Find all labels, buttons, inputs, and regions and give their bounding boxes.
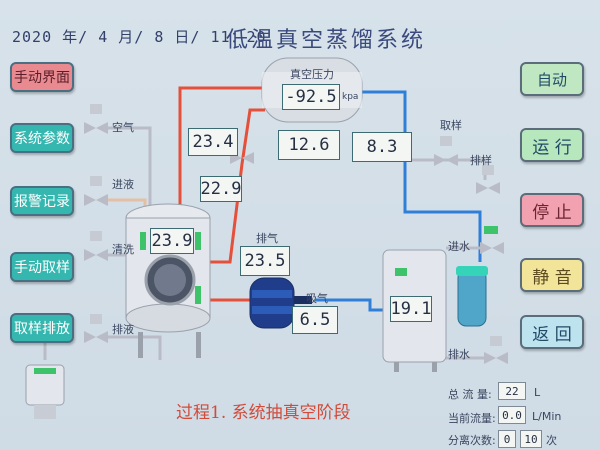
temp-reading-1: 23.4 (188, 128, 238, 156)
vacuum-label: 真空压力 (290, 68, 334, 81)
separation-count-unit: 次 (546, 434, 557, 447)
sampler-unit (25, 364, 65, 419)
temp-reading-3: 12.6 (278, 130, 340, 160)
current-flow-label: 当前流量: (448, 412, 496, 425)
total-flow-unit: L (534, 386, 541, 399)
current-flow-value: 0.0 (498, 406, 526, 424)
datetime-display: 2020 年/ 4 月/ 8 日/ 11：20 (12, 28, 267, 46)
condenser (456, 266, 488, 327)
total-flow-label: 总 流 量: (448, 388, 492, 401)
back-button[interactable]: 返 回 (520, 315, 584, 349)
total-flow-value: 22 (498, 382, 526, 400)
cold-pipe (362, 90, 482, 262)
sample-discharge-button[interactable]: 取样排放 (10, 313, 74, 343)
temp-reading-4: 8.3 (352, 132, 412, 162)
run-button[interactable]: 运 行 (520, 128, 584, 162)
separation-count-label: 分离次数: (448, 434, 496, 447)
hot-pipe-return (209, 108, 265, 264)
right-tank-temp: 19.1 (390, 296, 432, 322)
exhaust-label: 排气 (256, 232, 278, 245)
suction-temp: 6.5 (292, 306, 338, 334)
manual-screen-button[interactable]: 手动界面 (10, 62, 74, 92)
gray-pipe-drain (108, 335, 162, 360)
manual-sample-button[interactable]: 手动取样 (10, 252, 74, 282)
sample-valve-label: 取样 (440, 119, 462, 132)
suction-label: 吸气 (306, 292, 328, 305)
system-params-button[interactable]: 系统参数 (10, 123, 74, 153)
vacuum-unit: kpa (342, 92, 359, 102)
water-in-valve-label: 进水 (448, 240, 470, 253)
drain-valve-label: 排液 (112, 323, 134, 336)
cold-pipe-lower (315, 298, 383, 312)
feed-valve-label: 进液 (112, 178, 134, 191)
alarm-log-button[interactable]: 报警记录 (10, 186, 74, 216)
current-flow-unit: L/Min (532, 410, 562, 423)
hot-pipe (178, 86, 262, 212)
sample-drain-valve-label: 排样 (470, 154, 492, 167)
compressor (249, 277, 312, 329)
exhaust-temp: 23.5 (240, 246, 290, 276)
auto-mode-button[interactable]: 自动 (520, 62, 584, 96)
page-title: 低温真空蒸馏系统 (226, 28, 427, 53)
left-tank-temp: 23.9 (150, 228, 194, 254)
mute-button[interactable]: 静 音 (520, 258, 584, 292)
stop-button[interactable]: 停 止 (520, 193, 584, 227)
valve-icons (84, 104, 508, 364)
clean-valve-label: 清洗 (112, 243, 134, 256)
gray-pipe-air (108, 126, 152, 212)
water-out-valve-label: 排水 (448, 348, 470, 361)
process-phase-text: 过程1. 系统抽真空阶段 (176, 403, 351, 423)
separation-count-value: 0 (498, 430, 516, 448)
vacuum-value: -92.5 (282, 84, 340, 110)
temp-reading-2: 22.9 (200, 176, 242, 202)
separation-target-value[interactable]: 10 (520, 430, 542, 448)
air-valve-label: 空气 (112, 121, 134, 134)
